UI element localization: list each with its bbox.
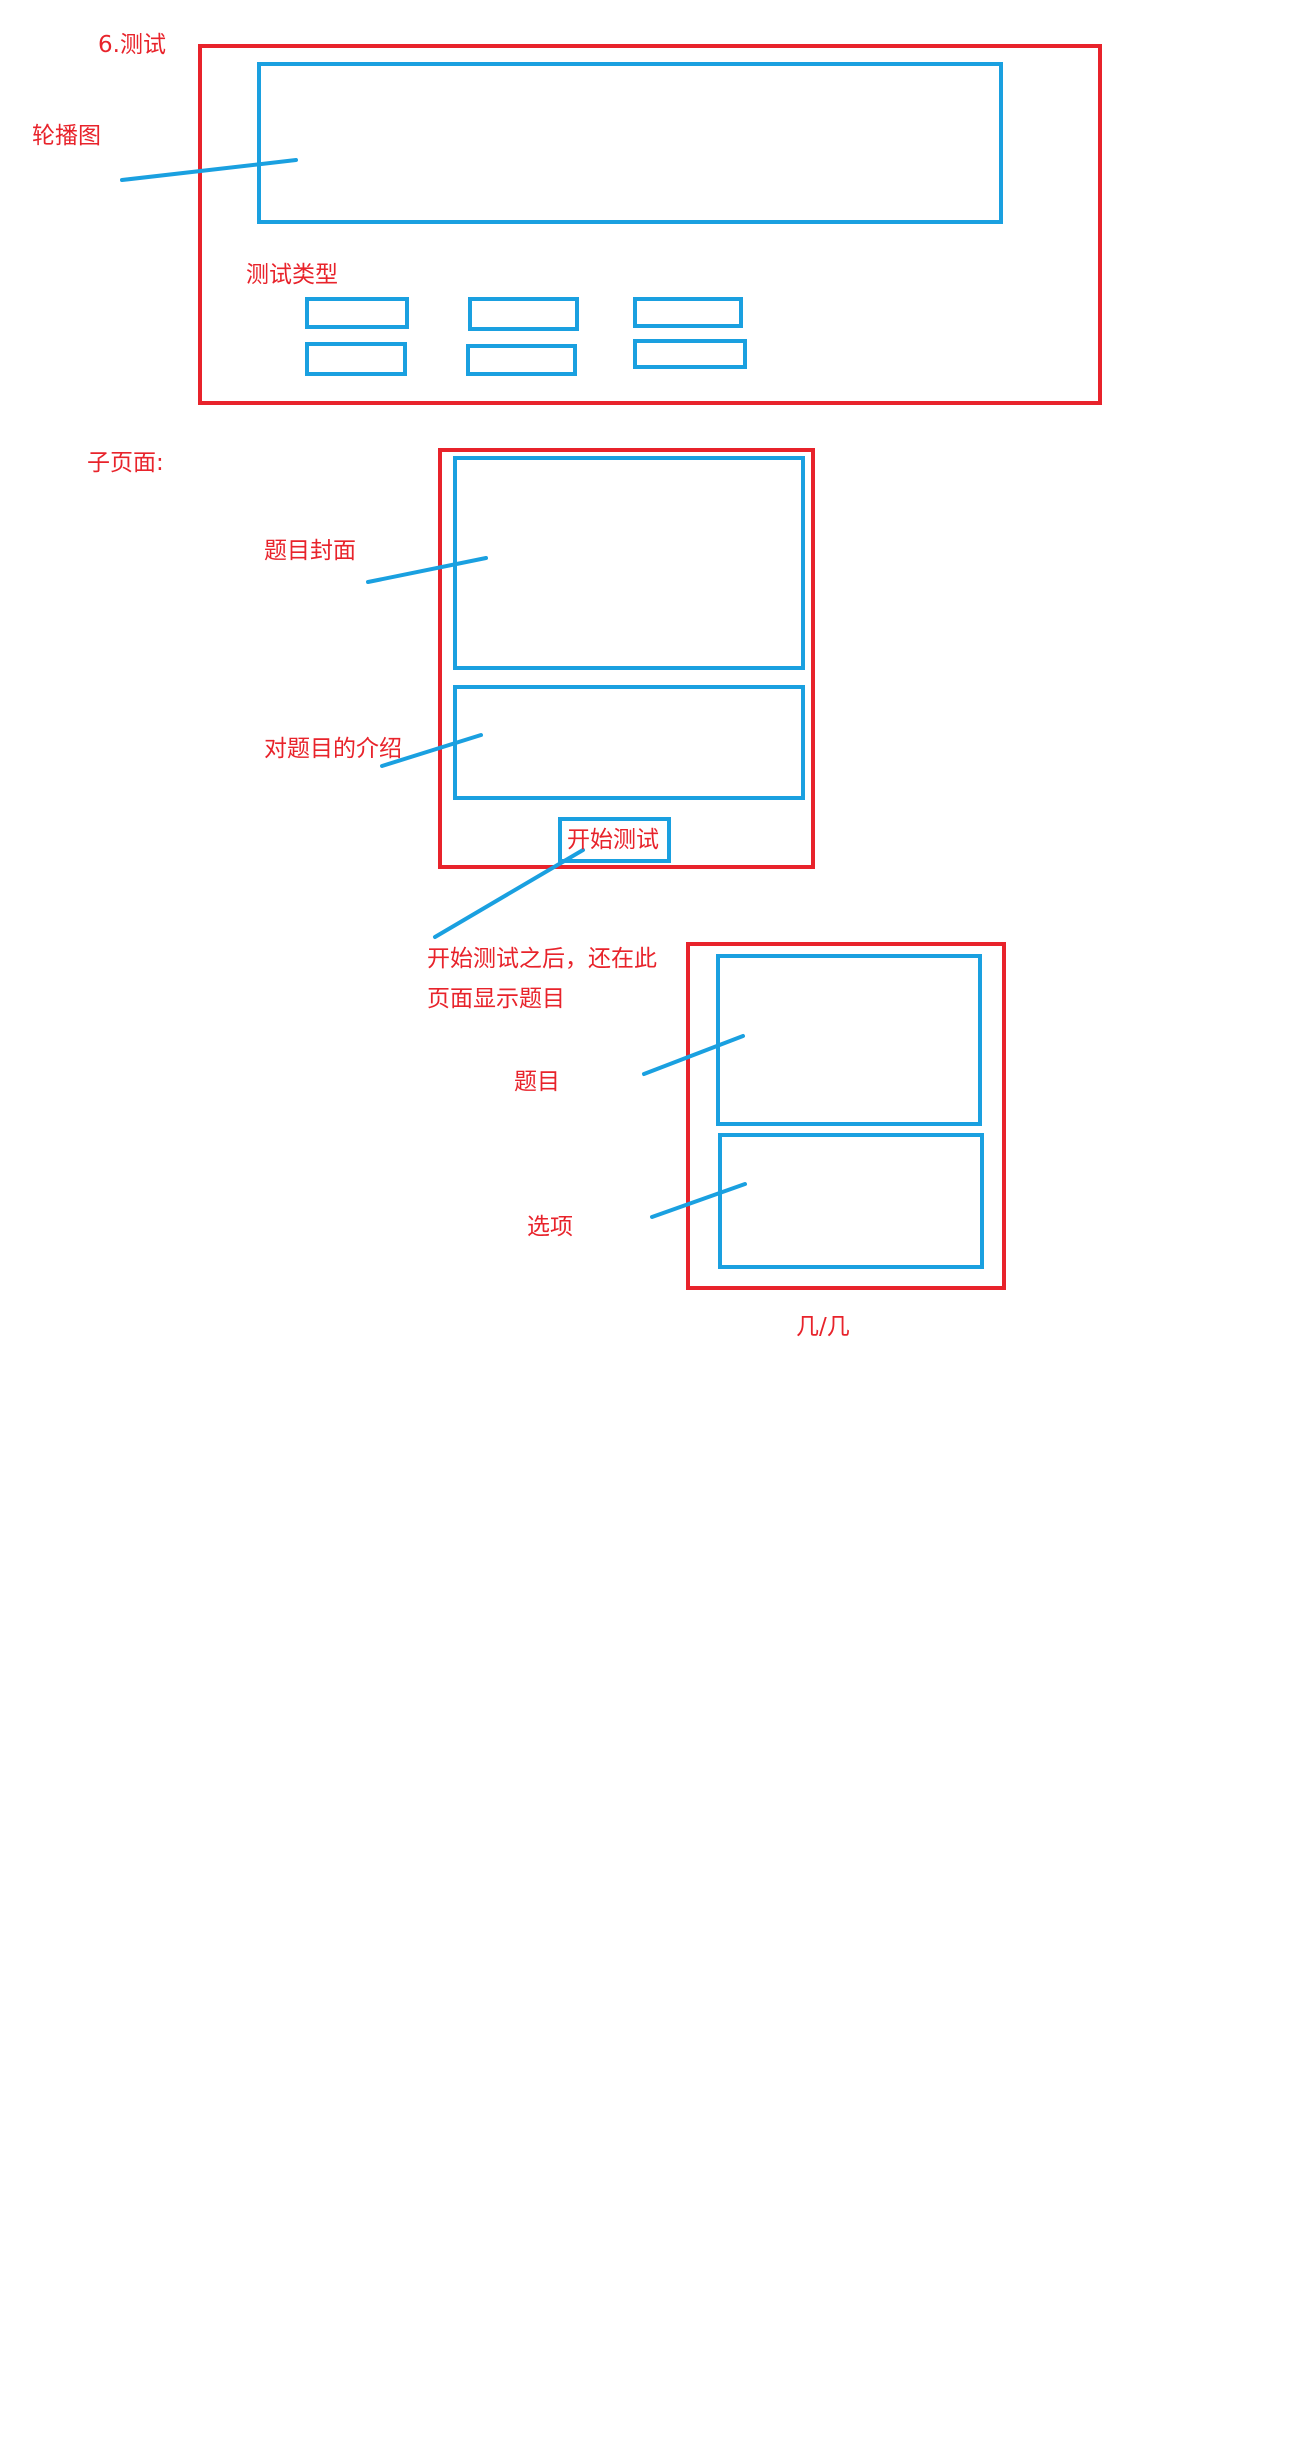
intro-pointer-line bbox=[380, 733, 483, 768]
cover-placeholder bbox=[453, 456, 805, 670]
question-page-frame bbox=[686, 942, 1006, 1290]
test-type-button-2 bbox=[468, 297, 579, 331]
test-types-label: 测试类型 bbox=[246, 262, 338, 288]
carousel-placeholder bbox=[257, 62, 1003, 224]
test-type-button-4 bbox=[305, 342, 407, 376]
cover-pointer-line bbox=[366, 556, 488, 584]
start-note-pointer-line bbox=[433, 848, 585, 939]
carousel-pointer-line bbox=[120, 158, 298, 182]
start-test-button-label: 开始测试 bbox=[567, 827, 659, 853]
intro-label: 对题目的介绍 bbox=[264, 736, 402, 762]
test-type-button-1 bbox=[305, 297, 409, 329]
cover-label: 题目封面 bbox=[264, 538, 356, 564]
test-type-button-6 bbox=[633, 339, 747, 369]
subpage-frame bbox=[438, 448, 815, 869]
test-type-button-5 bbox=[466, 344, 577, 376]
question-label: 题目 bbox=[514, 1069, 560, 1095]
progress-label: 几/几 bbox=[796, 1314, 850, 1340]
question-placeholder bbox=[716, 954, 982, 1126]
test-type-button-3 bbox=[633, 297, 743, 328]
carousel-label: 轮播图 bbox=[32, 123, 101, 149]
options-placeholder bbox=[718, 1133, 984, 1269]
subpage-title: 子页面: bbox=[87, 450, 164, 476]
intro-placeholder bbox=[453, 685, 805, 800]
start-test-note: 开始测试之后，还在此页面显示题目 bbox=[427, 946, 657, 1012]
options-pointer-line bbox=[650, 1182, 747, 1219]
section-title: 6.测试 bbox=[98, 32, 166, 58]
options-label: 选项 bbox=[527, 1214, 573, 1240]
home-page-frame bbox=[198, 44, 1102, 405]
question-pointer-line bbox=[642, 1034, 745, 1076]
start-test-button-outline bbox=[558, 817, 671, 863]
